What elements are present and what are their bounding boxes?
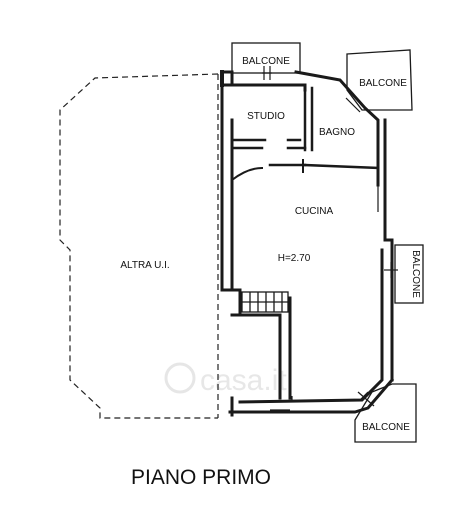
- balcony-right: BALCONE: [394, 244, 424, 304]
- balcony-bottom-right-label: BALCONE: [362, 422, 410, 433]
- balcony-top: BALCONE: [231, 42, 301, 74]
- altra-ui-outline: [59, 73, 219, 419]
- balcony-right-label: BALCONE: [410, 250, 421, 298]
- watermark-logo-icon: [164, 362, 196, 394]
- balcony-top-label: BALCONE: [242, 56, 290, 67]
- staircase: [241, 291, 289, 313]
- room-label-studio: STUDIO: [247, 111, 285, 122]
- ceiling-height-label: H=2.70: [278, 253, 311, 264]
- balcony-bottom-right: BALCONE: [354, 383, 417, 443]
- room-label-bagno: BAGNO: [319, 127, 355, 138]
- interior-walls: [230, 86, 380, 182]
- room-label-altra-ui: ALTRA U.I.: [120, 260, 169, 271]
- room-label-cucina: CUCINA: [295, 206, 334, 217]
- floor-title: PIANO PRIMO: [131, 466, 271, 489]
- balcony-top-right: BALCONE: [346, 49, 413, 111]
- watermark: casa.it: [164, 362, 287, 397]
- balcony-top-right-label: BALCONE: [359, 78, 407, 89]
- watermark-text: casa.it: [200, 364, 287, 397]
